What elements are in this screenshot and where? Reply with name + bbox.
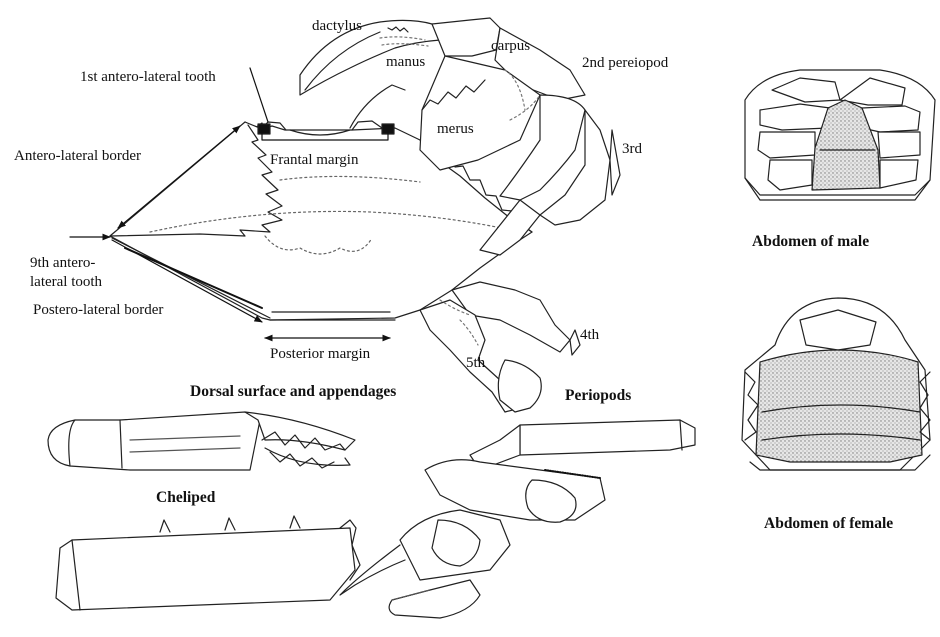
caption-cheliped: Cheliped [156, 489, 215, 507]
caption-dorsal: Dorsal surface and appendages [190, 383, 396, 401]
caption-abdomen-male: Abdomen of male [752, 233, 869, 251]
label-merus: merus [437, 121, 474, 138]
label-posterolateral-border: Postero-lateral border [33, 302, 163, 319]
abdomen-male-drawing [745, 70, 935, 200]
label-ninth-tooth-line1: 9th antero- [30, 255, 95, 272]
label-anterolateral-border: Antero-lateral border [14, 148, 141, 165]
caption-periopods: Periopods [565, 387, 631, 405]
label-frontal-margin: Frantal margin [270, 152, 358, 169]
label-manus: manus [386, 54, 425, 71]
label-fourth: 4th [580, 327, 599, 344]
label-dactylus: dactylus [312, 18, 362, 35]
label-first-anterolateral-tooth: 1st antero-lateral tooth [80, 69, 216, 86]
label-third: 3rd [622, 141, 642, 158]
periopod-lateral [340, 420, 695, 618]
label-carpus: carpus [491, 38, 530, 55]
label-ninth-tooth-line2: lateral tooth [30, 274, 102, 291]
label-fifth: 5th [466, 355, 485, 372]
abdomen-female-drawing [742, 298, 930, 470]
label-second-pereiopod: 2nd pereiopod [582, 55, 668, 72]
label-posterior-margin: Posterior margin [270, 346, 370, 363]
cheliped-lateral [48, 412, 360, 610]
caption-abdomen-female: Abdomen of female [764, 515, 893, 533]
